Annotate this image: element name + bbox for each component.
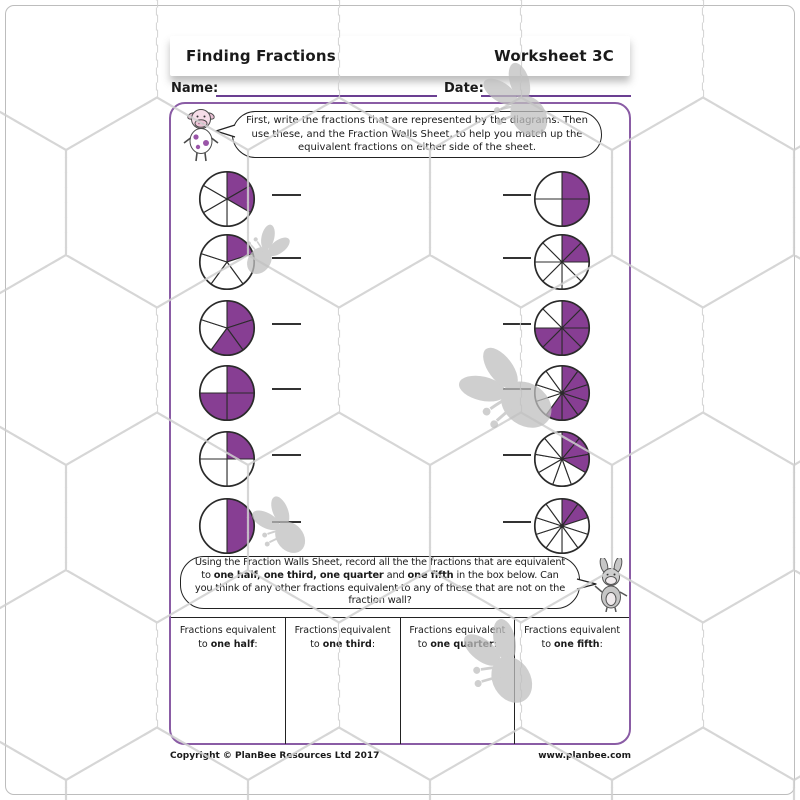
table-cell-one-fifth[interactable]: Fractions equivalent to one fifth: <box>515 618 629 744</box>
footer-copyright: Copyright © PlanBee Resources Ltd 2017 <box>170 751 380 761</box>
fraction-pie-left-2 <box>198 233 256 291</box>
fraction-pie-right-5 <box>533 430 591 488</box>
page-title: Finding Fractions <box>186 47 336 65</box>
table-cell-one-third[interactable]: Fractions equivalent to one third: <box>286 618 401 744</box>
instruction-bubble-bottom: Using the Fraction Walls Sheet, record a… <box>180 556 580 609</box>
worksheet-number: Worksheet 3C <box>494 47 614 65</box>
equivalents-table: Fractions equivalent to one half: Fracti… <box>171 617 629 744</box>
footer-website: www.planbee.com <box>538 751 631 761</box>
pie-sector <box>226 498 255 554</box>
fraction-pie-right-1 <box>533 170 591 228</box>
table-cell-one-half[interactable]: Fractions equivalent to one half: <box>171 618 286 744</box>
answer-blank[interactable] <box>503 194 531 196</box>
fraction-pie-left-6 <box>198 497 256 555</box>
answer-blank[interactable] <box>503 257 531 259</box>
name-line[interactable] <box>216 95 437 97</box>
instruction-segment: one fifth <box>407 569 454 581</box>
donkey-mascot <box>594 558 628 612</box>
answer-blank[interactable] <box>503 454 531 456</box>
fraction-pie-right-3 <box>533 299 591 357</box>
answer-blank[interactable] <box>272 388 301 390</box>
cell-title: Fractions equivalent <box>409 625 506 636</box>
fraction-pie-left-3 <box>198 299 256 357</box>
answer-blank[interactable] <box>272 521 301 523</box>
worksheet-header: Finding Fractions Worksheet 3C <box>170 36 630 76</box>
cell-title: Fractions equivalent <box>294 625 391 636</box>
cell-title-bold: one quarter <box>430 639 494 651</box>
instruction-bubble-top: First, write the fractions that are repr… <box>232 111 602 158</box>
fraction-pie-right-4 <box>533 364 591 422</box>
instruction-segment: and <box>383 569 408 581</box>
answer-blank[interactable] <box>272 257 301 259</box>
cell-title-pre: to <box>310 639 323 651</box>
bubble-top-tail-icon <box>215 124 236 138</box>
fraction-pie-left-4 <box>198 364 256 422</box>
pie-sector <box>199 498 228 554</box>
date-label: Date: <box>444 81 484 96</box>
fraction-pie-right-2 <box>533 233 591 291</box>
cell-title: Fractions equivalent <box>179 625 276 636</box>
table-cell-one-quarter[interactable]: Fractions equivalent to one quarter: <box>401 618 516 744</box>
cell-title-post: : <box>599 639 603 651</box>
answer-blank[interactable] <box>503 388 531 390</box>
cell-title-pre: to <box>417 639 431 651</box>
cell-title-bold: one fifth <box>554 639 600 651</box>
instruction-segment: one half, one third, one quarter <box>213 569 384 581</box>
cell-title-pre: to <box>198 639 211 651</box>
answer-blank[interactable] <box>503 521 531 523</box>
answer-blank[interactable] <box>503 323 531 325</box>
fraction-pie-left-5 <box>198 430 256 488</box>
fraction-pie-left-1 <box>198 170 256 228</box>
cell-title-post: : <box>493 639 497 651</box>
answer-blank[interactable] <box>272 194 301 196</box>
cell-title: Fractions equivalent <box>524 625 621 636</box>
instruction-top-text: First, write the fractions that are repr… <box>246 115 588 154</box>
answer-blank[interactable] <box>272 323 301 325</box>
cell-title-bold: one third <box>322 639 372 651</box>
cell-title-pre: to <box>541 639 555 651</box>
fraction-pie-right-6 <box>533 497 591 555</box>
cell-title-bold: one half <box>210 639 255 651</box>
cell-title-post: : <box>254 639 258 651</box>
instruction-bottom-text: Using the Fraction Walls Sheet, record a… <box>193 557 567 608</box>
answer-blank[interactable] <box>272 454 301 456</box>
date-line[interactable] <box>481 95 631 97</box>
name-label: Name: <box>171 81 219 96</box>
cell-title-post: : <box>371 639 376 651</box>
